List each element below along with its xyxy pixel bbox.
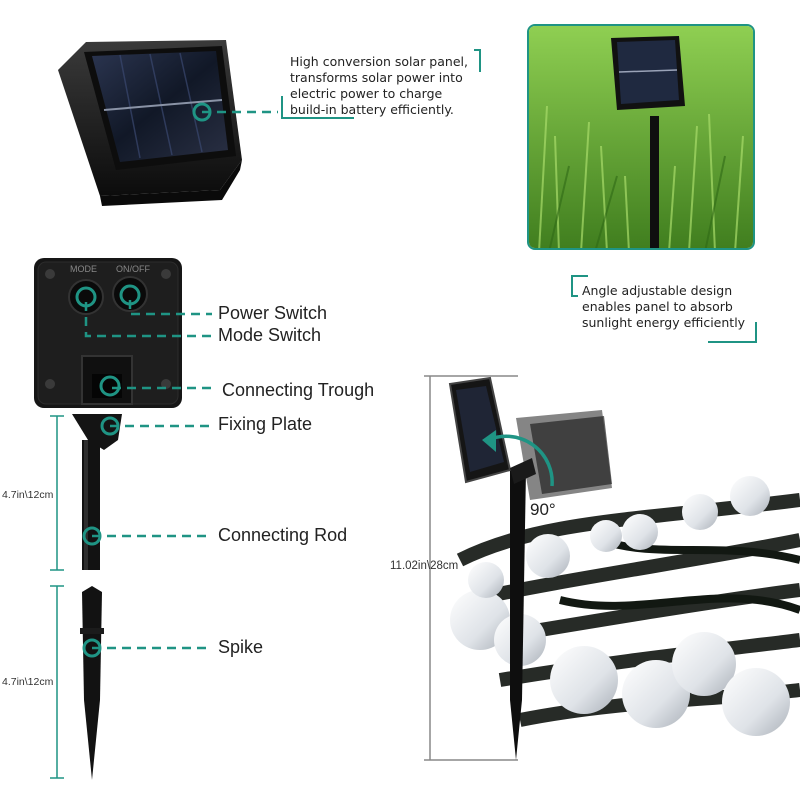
power-button xyxy=(112,276,148,312)
rotation-arrow xyxy=(487,434,554,487)
marker-trough xyxy=(99,375,121,397)
marker-mode xyxy=(75,286,97,308)
marker-plate xyxy=(100,416,120,436)
stake-spike xyxy=(80,586,104,780)
marker-spike xyxy=(82,638,102,658)
callout-line-mode xyxy=(84,302,212,338)
dimension-total xyxy=(424,375,518,761)
angle-line-3: sunlight energy efficiently xyxy=(582,315,746,330)
lawn-photo xyxy=(527,24,755,250)
marker-rod xyxy=(82,526,102,546)
solar-panel-description: High conversion solar panel, transforms … xyxy=(290,54,468,118)
bracket-angle-bottom xyxy=(708,322,757,343)
solar-panel-line-3: electric power to charge xyxy=(290,86,443,101)
bracket-angle-top xyxy=(571,275,588,297)
mode-label: MODE xyxy=(70,264,97,274)
adjustable-panel-stake xyxy=(448,376,612,760)
solar-panel-line-2: transforms solar power into xyxy=(290,70,463,85)
rod-length-label: 4.7in\12cm xyxy=(2,489,54,501)
total-height-label: 11.02in\28cm xyxy=(390,560,459,572)
marker-power xyxy=(119,284,141,306)
fixing-plate-label: Fixing Plate xyxy=(218,414,313,434)
dimension-spike xyxy=(50,585,64,779)
angle-description: Angle adjustable design enables panel to… xyxy=(582,283,745,331)
solar-panel-line-4: build-in battery efficiently. xyxy=(290,102,454,117)
lawn-photo-image xyxy=(529,26,753,248)
power-switch-label: Power Switch xyxy=(218,303,328,323)
bracket-panel-bottom xyxy=(281,96,354,119)
mode-switch-label: Mode Switch xyxy=(218,325,322,345)
dimension-rod xyxy=(50,415,64,571)
switch-box xyxy=(34,258,182,408)
angle-degree-label: 90° xyxy=(530,500,556,519)
solar-panel-line-1: High conversion solar panel, xyxy=(290,54,468,69)
marker-panel xyxy=(192,102,212,122)
angle-line-1: Angle adjustable design xyxy=(582,283,733,298)
solar-panel xyxy=(58,40,242,206)
angle-line-2: enables panel to absorb xyxy=(582,299,733,314)
onoff-label: ON/OFF xyxy=(116,264,150,274)
connecting-trough-label: Connecting Trough xyxy=(222,380,375,400)
spike-label: Spike xyxy=(218,637,264,657)
bracket-panel-top xyxy=(474,49,481,72)
connecting-rod-label: Connecting Rod xyxy=(218,525,348,545)
mode-button xyxy=(68,279,104,315)
stake-rod xyxy=(72,414,122,570)
string-lights xyxy=(450,476,800,736)
spike-length-label: 4.7in\12cm xyxy=(2,676,54,688)
